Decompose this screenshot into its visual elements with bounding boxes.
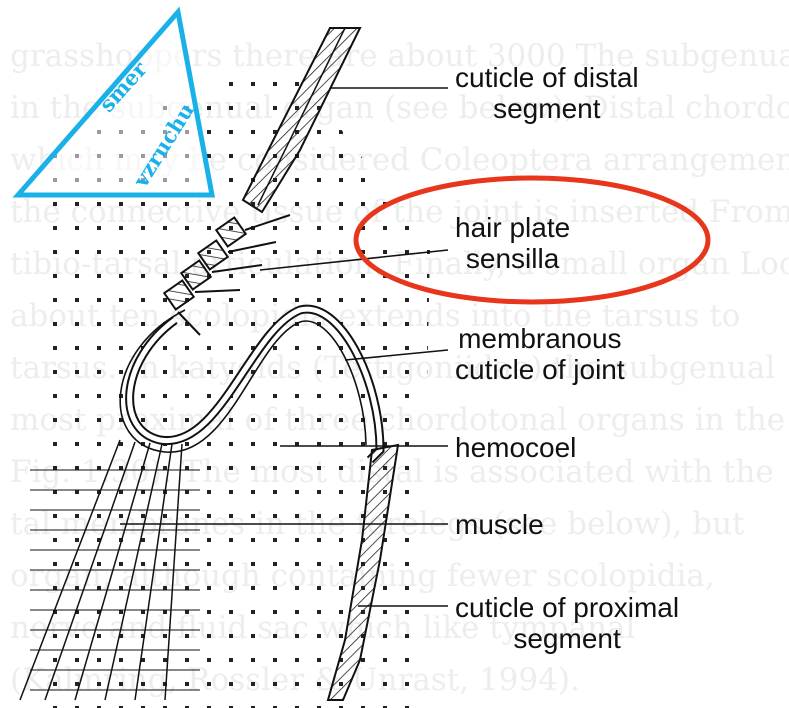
label-hemocoel: hemocoel	[455, 432, 576, 463]
label-muscle: muscle	[455, 509, 544, 540]
